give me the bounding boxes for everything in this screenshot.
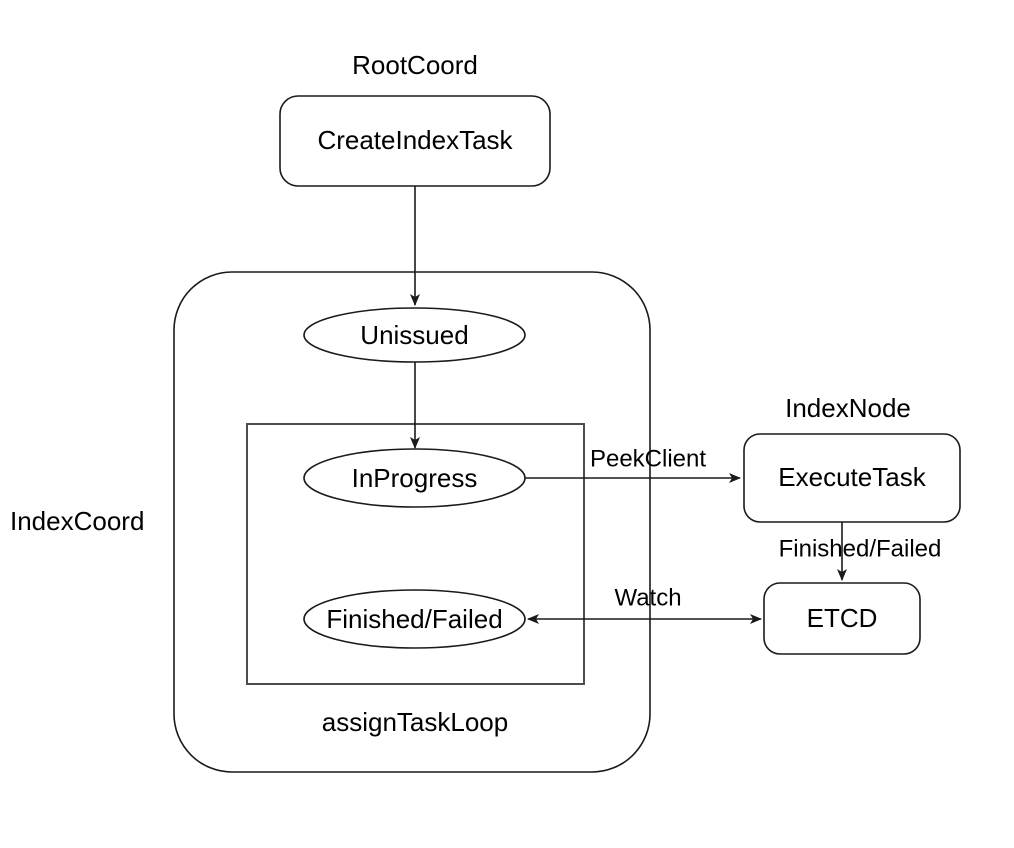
node-create-index-task[interactable]: CreateIndexTask [279,95,551,187]
indexcoord-container [173,271,651,773]
node-unissued[interactable]: Unissued [303,307,526,363]
indexcoord-label: IndexCoord [10,506,144,536]
node-finished-failed[interactable]: Finished/Failed [303,589,526,649]
execute-task-label: ExecuteTask [778,462,926,492]
unissued-shape[interactable] [303,307,526,363]
in-progress-shape[interactable] [303,448,526,508]
node-etcd[interactable]: ETCD [763,582,921,655]
assigntaskloop-label: assignTaskLoop [322,707,508,737]
edge-label-peekclient: PeekClient [590,445,706,472]
node-in-progress[interactable]: InProgress [303,448,526,508]
edge-executetask-to-etcd: Finished/Failed [779,522,942,581]
edge-label-finished-failed: Finished/Failed [779,535,942,562]
etcd-shape[interactable] [763,582,921,655]
edge-etcd-to-finishedfailed: Watch [527,584,762,624]
group-indexcoord: IndexCoord [10,271,651,773]
node-execute-task[interactable]: ExecuteTask [743,433,961,523]
finished-failed-shape[interactable] [303,589,526,649]
finished-failed-label: Finished/Failed [326,604,502,634]
edge-label-watch: Watch [614,584,681,611]
rootcoord-label: RootCoord [352,50,478,80]
group-rootcoord: RootCoord [352,50,478,80]
in-progress-label: InProgress [352,463,478,493]
create-index-task-shape[interactable] [279,95,551,187]
etcd-label: ETCD [807,603,878,633]
indexnode-label: IndexNode [785,393,911,423]
execute-task-shape[interactable] [743,433,961,523]
edge-inprogress-to-executetask: PeekClient [525,445,741,483]
group-indexnode: IndexNode [785,393,911,423]
create-index-task-label: CreateIndexTask [317,125,513,155]
unissued-label: Unissued [360,320,468,350]
